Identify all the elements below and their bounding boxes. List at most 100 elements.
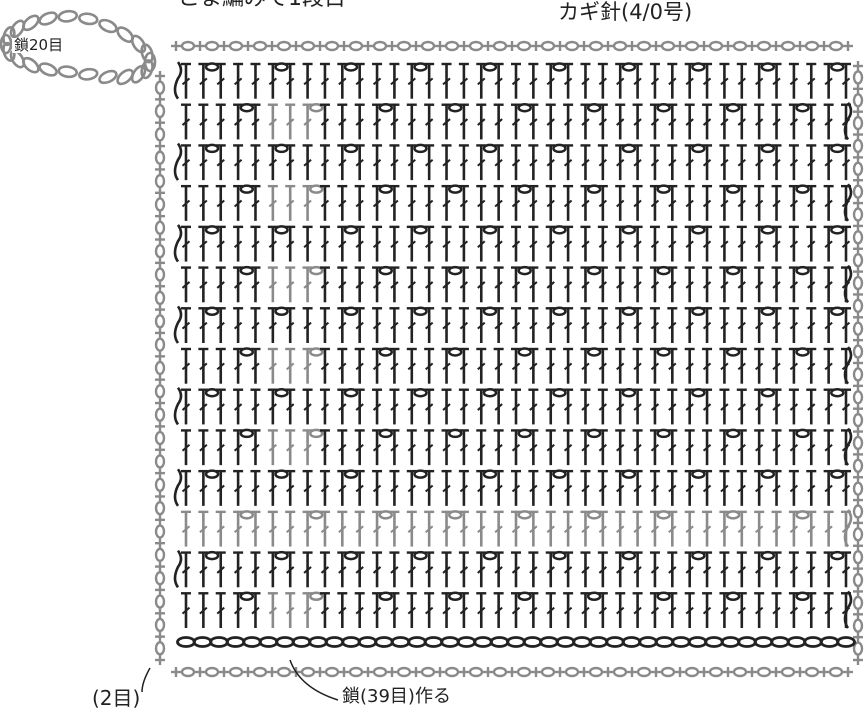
dc-slash [668,199,677,208]
chain-stitch [482,469,498,479]
dc-slash [807,77,816,86]
dc-slash [268,281,277,289]
dc-slash [494,159,503,167]
dc-slash [720,606,729,615]
dc-slash [650,240,660,248]
dc-slash [199,403,208,411]
chain-stitch [239,265,255,276]
border-chain [396,666,412,678]
chain-stitch [586,591,602,602]
dc-slash [685,118,694,126]
turning-chain [173,305,183,344]
loop-chain-stitch [38,62,58,77]
border-edging [154,40,864,678]
dc-slash [477,484,486,493]
dc-slash [529,240,538,248]
dc-slash [320,362,330,371]
dc-slash [355,566,364,574]
dc-slash [372,118,382,126]
dc-slash [824,362,833,371]
border-chain [780,666,796,678]
dc-slash [702,281,712,289]
border-chain [852,70,864,85]
dc-slash [459,525,469,533]
chain-stitch [552,387,567,398]
dc-slash [442,606,451,615]
chain-stitch [795,184,810,194]
dc-slash [598,484,607,493]
border-chain [300,666,316,678]
dc-slash [477,525,486,533]
dc-slash [685,566,694,574]
chain-stitch [830,469,845,479]
dc-slash [390,118,399,126]
dc-slash [233,444,243,452]
dc-slash [616,159,625,167]
dc-slash [251,362,260,371]
dc-slash [772,240,781,248]
dc-slash [581,403,590,411]
border-chain [852,207,864,222]
chain-stitch [447,102,463,113]
dc-slash [563,525,573,533]
dc-slash [702,566,712,574]
border-chain [154,641,166,656]
dc-slash [320,525,330,533]
dc-slash [233,321,243,330]
foundation-chain-stitch [704,636,724,648]
dc-slash [442,444,451,452]
border-chain [852,595,864,611]
foundation-chain-stitch [440,636,460,648]
foundation-chain-stitch [390,636,411,648]
border-chain [660,40,676,52]
dc-slash [459,77,469,86]
dc-slash [390,444,399,452]
dc-slash [338,199,347,208]
dc-slash [477,281,486,289]
dc-slash [650,403,660,411]
dc-slash [702,444,712,452]
dc-slash [841,159,851,167]
dc-slash [407,484,416,493]
base-chain-label: 鎖(39目)作る [342,686,451,707]
dc-slash [425,281,434,289]
dc-slash [789,444,799,452]
dc-slash [650,362,660,371]
border-chain [154,430,166,446]
dc-slash [355,77,364,86]
border-chain [154,594,166,609]
dc-slash [459,403,469,411]
dc-slash [477,77,486,86]
loop-chain-stitch [22,14,40,32]
border-chain [612,40,628,52]
dc-slash [338,159,347,167]
chain-stitch [378,591,393,602]
border-chain [660,666,676,678]
dc-slash [598,525,607,533]
border-chain [252,666,268,678]
dc-slash [737,159,746,167]
dc-slash [355,484,364,493]
dc-slash [720,240,729,248]
dc-slash [824,240,833,248]
chain-stitch [725,428,741,439]
border-chain [324,40,340,52]
dc-slash [268,77,277,86]
border-chain [444,40,460,52]
dc-slash [372,77,382,86]
dc-slash [720,159,729,167]
border-chain [154,173,166,189]
dc-slash [407,321,416,330]
dc-slash [181,281,191,289]
loop-chain-label: 鎖20目 [12,36,66,54]
dc-slash [633,159,642,167]
border-chain [154,407,166,422]
dc-slash [390,606,399,615]
dc-slash [442,484,451,493]
dc-slash [598,321,607,330]
chain-stitch [447,510,463,520]
chain-stitch [691,225,706,235]
chain-stitch [204,469,220,479]
dc-slash [772,321,781,330]
border-chain [756,666,772,678]
